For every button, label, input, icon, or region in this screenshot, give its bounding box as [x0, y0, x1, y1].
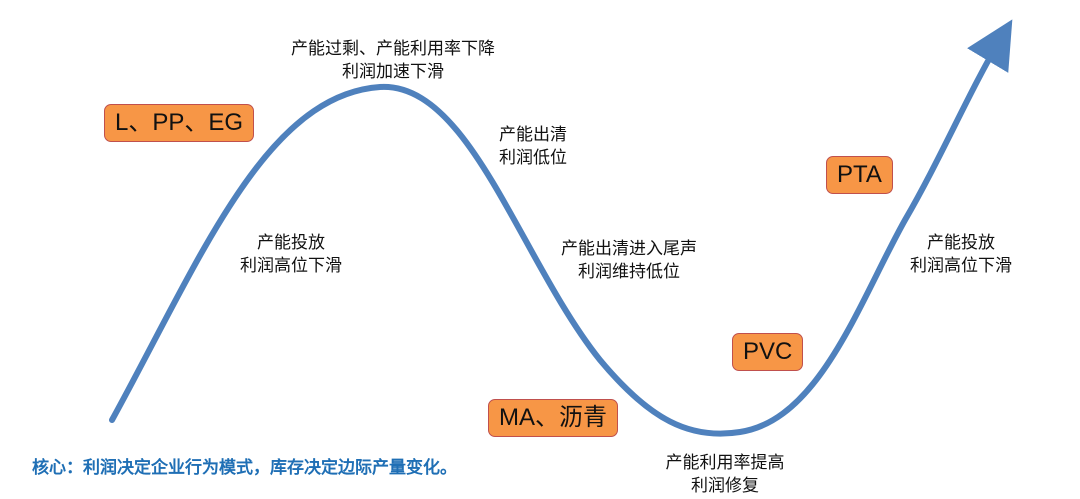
- stage-label-capacity-clearing: 产能出清 利润低位: [478, 124, 588, 170]
- profit-cycle-curve: [109, 19, 1013, 437]
- stage-label-capacity-launch-left-line2: 利润高位下滑: [240, 256, 342, 276]
- stage-label-capacity-clearing-line2: 利润低位: [499, 148, 567, 168]
- stage-label-capacity-launch-right-line2: 利润高位下滑: [910, 256, 1012, 276]
- stage-label-clearing-ending-line1: 产能出清进入尾声: [561, 239, 697, 259]
- core-statement: 核心：利润决定企业行为模式，库存决定边际产量变化。: [32, 458, 457, 478]
- stage-label-capacity-launch-right-line1: 产能投放: [927, 233, 995, 253]
- stage-label-utilization-rising-line1: 产能利用率提高: [665, 453, 785, 473]
- stage-label-clearing-ending: 产能出清进入尾声 利润维持低位: [544, 238, 714, 284]
- stage-label-capacity-launch-right: 产能投放 利润高位下滑: [886, 232, 1036, 278]
- stage-label-overcapacity-line1: 产能过剩、产能利用率下降: [291, 39, 495, 59]
- stage-label-overcapacity-line2: 利润加速下滑: [342, 62, 444, 82]
- product-tag-pta: PTA: [826, 156, 893, 194]
- stage-label-capacity-launch-left: 产能投放 利润高位下滑: [216, 232, 366, 278]
- stage-label-utilization-rising: 产能利用率提高 利润修复: [650, 452, 800, 498]
- stage-label-capacity-clearing-line1: 产能出清: [499, 125, 567, 145]
- stage-label-utilization-rising-line2: 利润修复: [691, 476, 759, 496]
- product-tag-pvc: PVC: [732, 333, 804, 371]
- stage-label-capacity-launch-left-line1: 产能投放: [257, 233, 325, 253]
- stage-label-clearing-ending-line2: 利润维持低位: [578, 262, 680, 282]
- stage-label-overcapacity: 产能过剩、产能利用率下降 利润加速下滑: [258, 38, 528, 84]
- product-tag-l-pp-eg: L、PP、EG: [104, 104, 255, 142]
- product-tag-ma-asphalt: MA、沥青: [488, 399, 618, 437]
